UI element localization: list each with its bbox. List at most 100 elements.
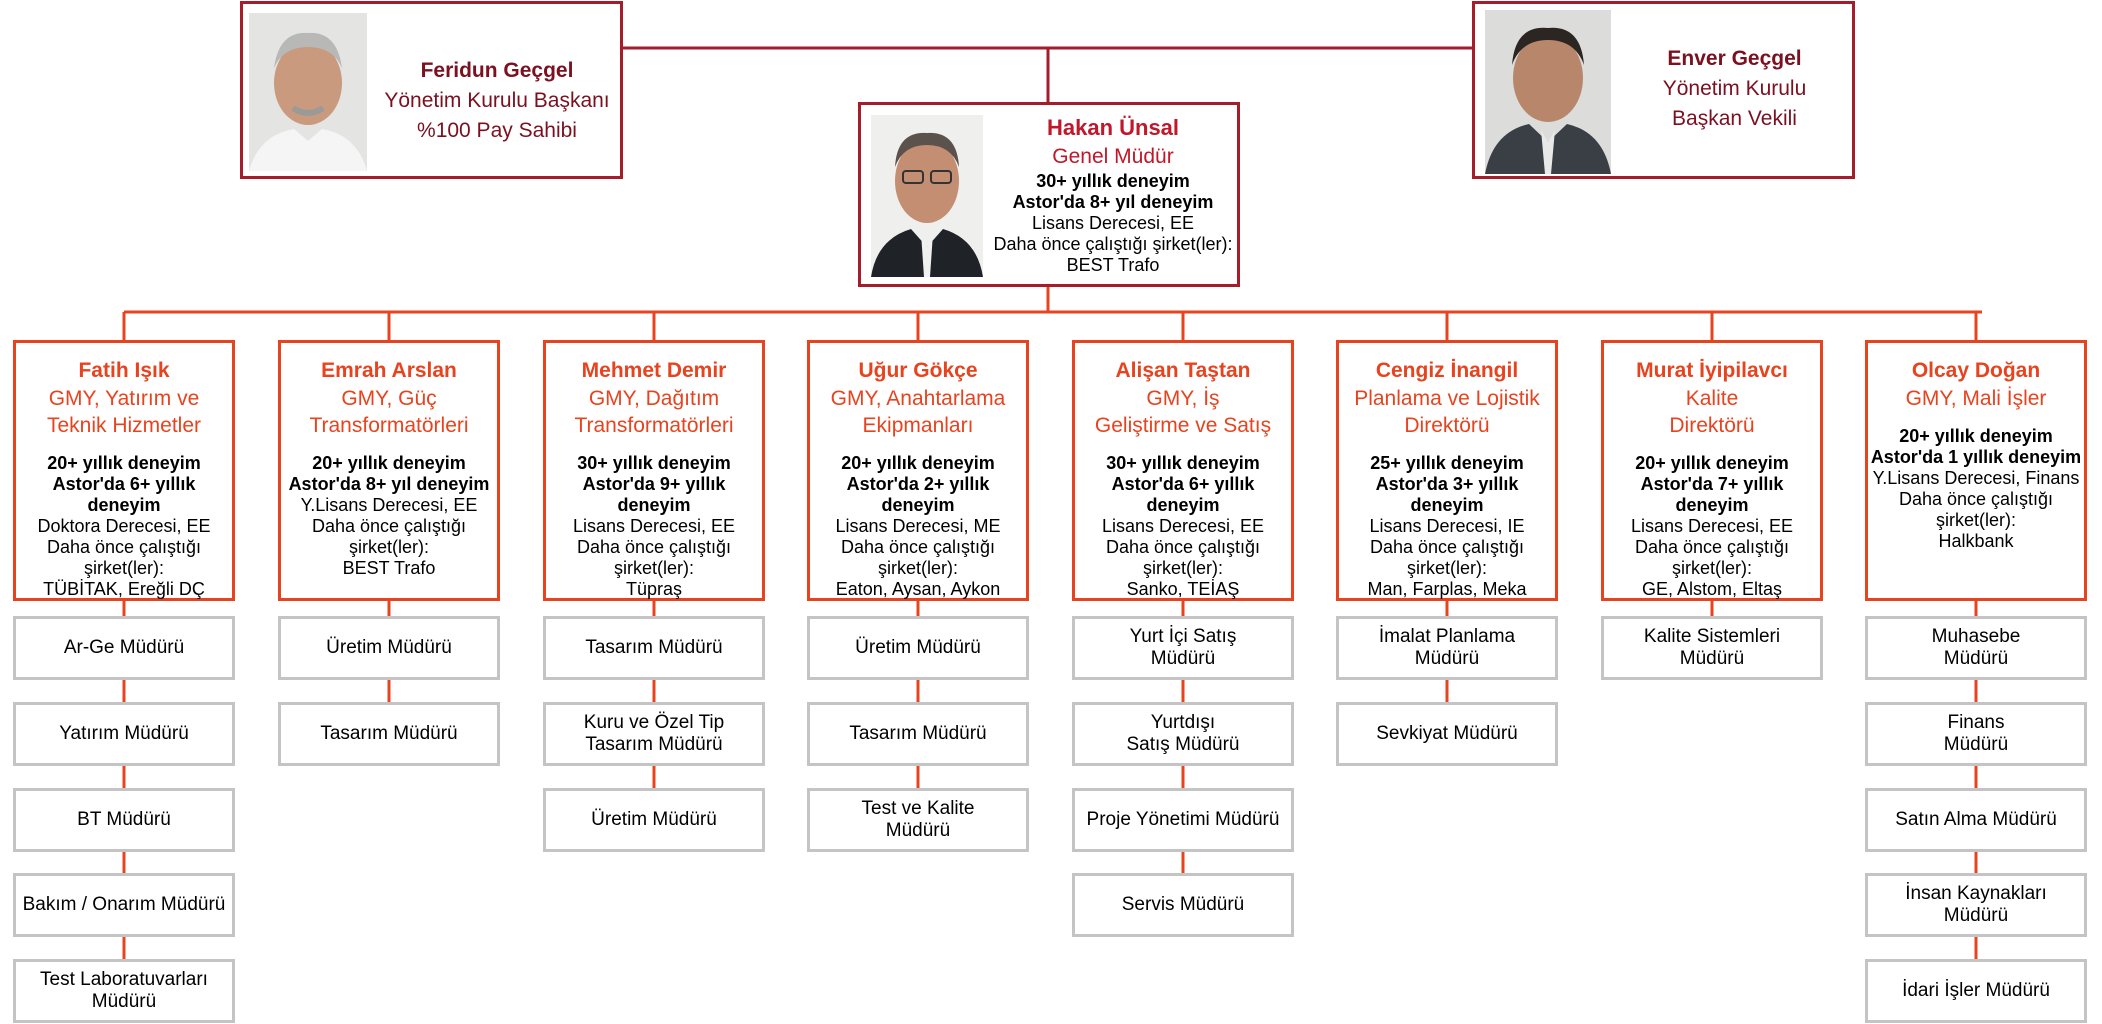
background-line: TÜBİTAK, Ereğli DÇ [43, 579, 205, 599]
sub-unit-label: Satın Alma Müdürü [1895, 809, 2057, 830]
sub-unit-label: Tasarım Müdürü [849, 723, 987, 744]
department-head-title: Ekipmanları [862, 414, 974, 437]
department-head-title: Kalite [1685, 387, 1739, 410]
experience-line: deneyim [617, 495, 691, 515]
sub-unit-box: İmalat Planlama Müdürü [1336, 616, 1558, 680]
sub-unit-box: Yatırım Müdürü [13, 702, 235, 766]
chairman-name: Feridun Geçgel [420, 59, 574, 82]
sub-unit-box: İdari İşler Müdürü [1865, 959, 2087, 1023]
department-head-title: Teknik Hizmetler [46, 414, 202, 437]
experience-line: 25+ yıllık deneyim [1370, 453, 1524, 473]
department-head-title: GMY, Güç [341, 387, 437, 410]
experience-line: Astor'da 7+ yıllık [1640, 474, 1784, 494]
department-head-name: Mehmet Demir [581, 359, 727, 382]
background-line: Daha önce çalıştığı [576, 537, 732, 557]
sub-unit-label: Sevkiyat Müdürü [1376, 723, 1518, 744]
sub-unit-label: Üretim Müdürü [591, 809, 717, 830]
sub-unit-box: BT Müdürü [13, 788, 235, 852]
background-line: şirket(ler): [1143, 558, 1223, 578]
experience-line: 30+ yıllık deneyim [577, 453, 731, 473]
experience-line: Astor'da 8+ yıl deneyim [288, 474, 490, 494]
experience-line: 20+ yıllık deneyim [841, 453, 995, 473]
sub-unit-label: Yatırım Müdürü [59, 723, 189, 744]
experience-line: 20+ yıllık deneyim [1899, 426, 2053, 446]
department-head-title: Transformatörleri [574, 414, 734, 437]
department-head-name: Emrah Arslan [321, 359, 457, 382]
background-line: Y.Lisans Derecesi, Finans [1872, 468, 2080, 488]
sub-unit-label: Tasarım Müdürü [585, 637, 723, 658]
background-line: Lisans Derecesi, EE [1101, 516, 1265, 536]
sub-unit-label: İmalat Planlama Müdürü [1378, 626, 1516, 669]
background-line: Daha önce çalıştığı [1369, 537, 1525, 557]
background-line: Y.Lisans Derecesi, EE [300, 495, 478, 515]
background-line: şirket(ler): [614, 558, 694, 578]
department-head-title: Geliştirme ve Satış [1094, 414, 1272, 437]
background-line: şirket(ler): [84, 558, 164, 578]
background-line: Daha önce çalıştığı [1634, 537, 1790, 557]
sub-unit-label: Ar-Ge Müdürü [63, 637, 185, 658]
experience-line: deneyim [1410, 495, 1484, 515]
experience-line: deneyim [87, 495, 161, 515]
department-head-name: Cengiz İnangil [1375, 359, 1519, 382]
experience-line: 20+ yıllık deneyim [1635, 453, 1789, 473]
experience-line: Astor'da 1 yıllık deneyim [1870, 447, 2082, 467]
sub-unit-box: Üretim Müdürü [543, 788, 765, 852]
experience-line: deneyim [1675, 495, 1749, 515]
background-line: Doktora Derecesi, EE [37, 516, 211, 536]
experience-line: deneyim [1146, 495, 1220, 515]
department-head-title: Direktörü [1404, 414, 1490, 437]
board-card-chairman: Feridun Geçgel Yönetim Kurulu Başkanı %1… [240, 1, 623, 179]
experience-line: Astor'da 2+ yıllık [846, 474, 990, 494]
background-line: Lisans Derecesi, ME [835, 516, 1001, 536]
background-line: Daha önce çalıştığı [311, 516, 467, 536]
sub-unit-box: Üretim Müdürü [807, 616, 1029, 680]
vice-chairman-title-line-2: Başkan Vekili [1672, 107, 1797, 130]
background-line: Eaton, Aysan, Aykon [835, 579, 1001, 599]
background-line: şirket(ler): [349, 537, 429, 557]
background-line: Daha önce çalıştığı [840, 537, 996, 557]
background-line: Daha önce çalıştığı [46, 537, 202, 557]
general-manager-title: Genel Müdür [1052, 145, 1174, 168]
sub-unit-label: Üretim Müdürü [326, 637, 452, 658]
background-line: GE, Alstom, Eltaş [1641, 579, 1783, 599]
sub-unit-box: Tasarım Müdürü [543, 616, 765, 680]
experience-line: Astor'da 6+ yıllık [1111, 474, 1255, 494]
background-line: Daha önce çalıştığı [1105, 537, 1261, 557]
background-line: şirket(ler): [1407, 558, 1487, 578]
sub-unit-label: Bakım / Onarım Müdürü [22, 894, 226, 915]
sub-unit-label: Tasarım Müdürü [320, 723, 458, 744]
department-head-name: Olcay Doğan [1911, 359, 2041, 382]
vice-chairman-name: Enver Geçgel [1667, 47, 1802, 70]
experience-line: 20+ yıllık deneyim [47, 453, 201, 473]
department-head-title: Transformatörleri [309, 414, 469, 437]
background-line: Daha önce çalıştığı [1898, 489, 2054, 509]
sub-unit-box: Bakım / Onarım Müdürü [13, 873, 235, 937]
department-head-title: GMY, Yatırım ve [48, 387, 200, 410]
background-line: Tüpraş [625, 579, 683, 599]
general-manager-degree: Lisans Derecesi, EE [1031, 213, 1195, 233]
